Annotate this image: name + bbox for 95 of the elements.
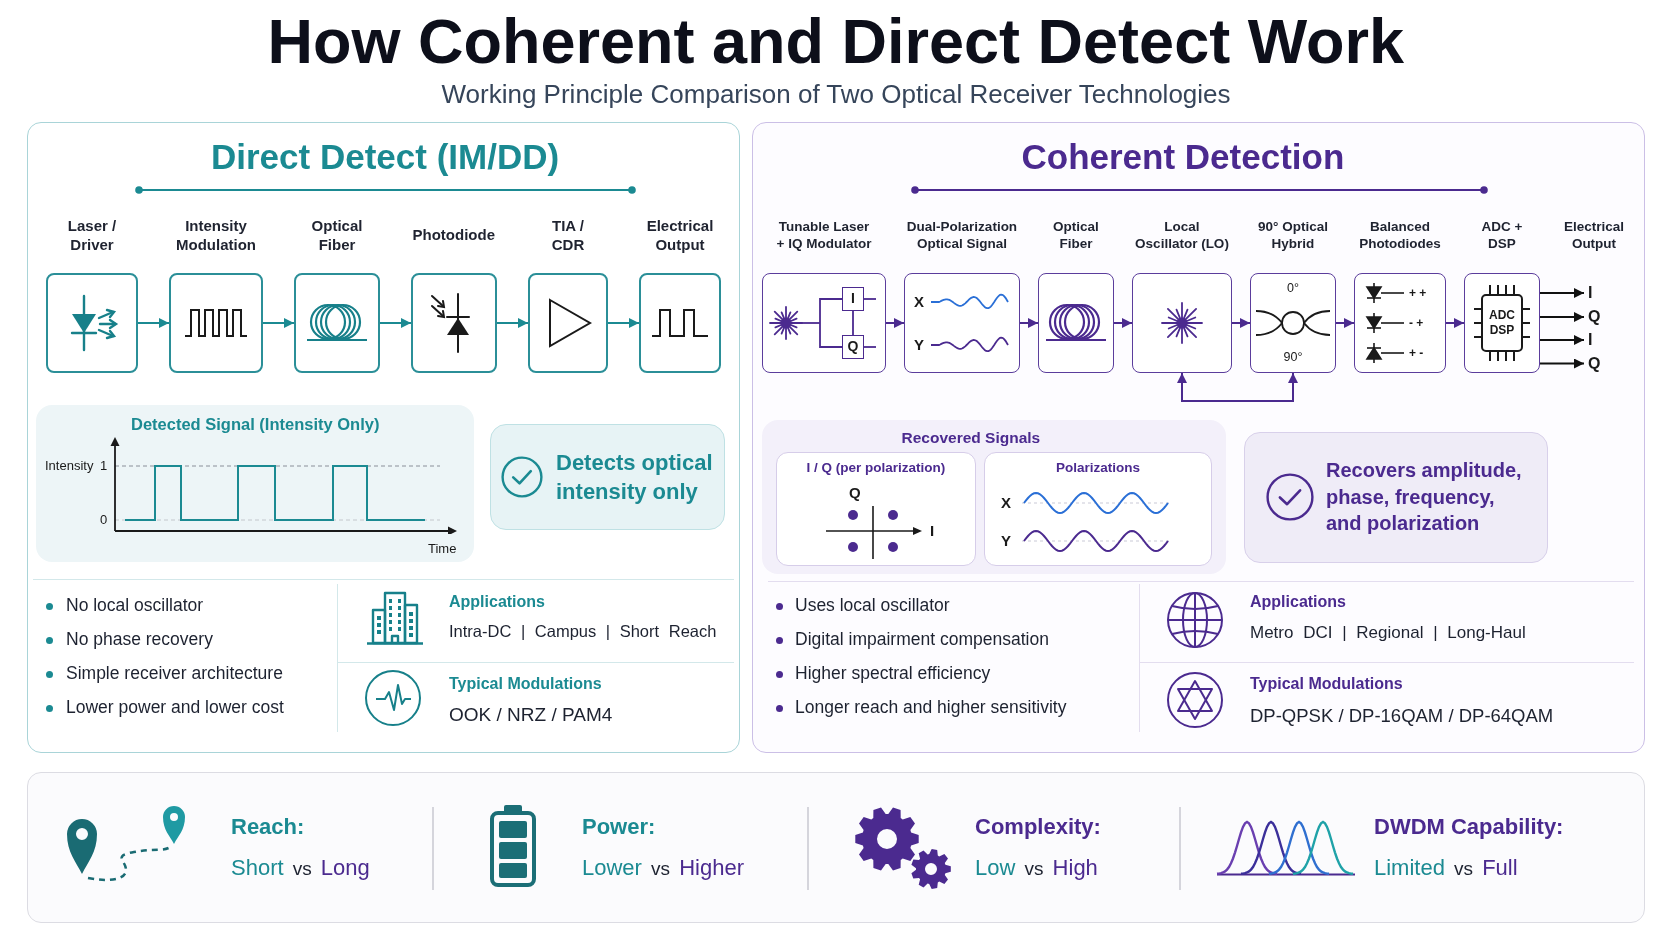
signal-panel xyxy=(762,420,1226,574)
step-label: ADC + DSP xyxy=(1480,217,1524,253)
phase-label: 90° xyxy=(1283,350,1303,366)
axis-letter: X xyxy=(1001,493,1011,513)
polarization-label: Y xyxy=(914,335,924,355)
bullet-text: No local oscillator xyxy=(66,595,204,617)
signal-label: Q xyxy=(1584,354,1601,374)
card-title: Polarizations xyxy=(1056,459,1141,477)
arrow xyxy=(1539,288,1585,298)
axis-letter: Y xyxy=(1001,531,1011,551)
bullet-text: Digital impairment compensation xyxy=(795,629,1049,651)
arrow xyxy=(1539,358,1585,369)
signal-label: I xyxy=(1584,330,1593,350)
phase-label: 0° xyxy=(1287,281,1299,297)
step-label: Local Oscillator (LO) xyxy=(1134,217,1230,253)
arrow xyxy=(1539,312,1585,322)
bullet-text: Higher spectral efficiency xyxy=(795,663,991,685)
comparison-bar xyxy=(27,772,1645,923)
modulator-arm-label: I xyxy=(842,287,864,311)
polarity-label: + + xyxy=(1409,285,1427,301)
body-text: OOK / NRZ / PAM4 xyxy=(449,703,613,727)
chart-panel xyxy=(36,405,474,562)
tick-label: 0 xyxy=(100,512,108,529)
metric-comparison: Short vs Long xyxy=(231,854,370,882)
body-text: Intra-DC | Campus | Short Reach xyxy=(449,620,717,642)
body-text: DP-QPSK / DP-16QAM / DP-64QAM xyxy=(1250,703,1554,727)
arrow xyxy=(262,318,295,328)
metric-comparison: Lower vs Higher xyxy=(582,854,744,882)
arrow xyxy=(496,318,529,328)
arrow xyxy=(379,318,412,328)
section-heading: Applications xyxy=(1250,592,1346,612)
panel-title: Direct Detect (IM/DD) xyxy=(211,136,560,178)
section-heading: Typical Modulations xyxy=(449,674,602,694)
summary-text: Detects optical intensity only xyxy=(556,448,714,506)
metric-title: Reach: xyxy=(231,813,305,841)
step-label: Electrical Output xyxy=(1562,217,1625,253)
metric-comparison: Low vs High xyxy=(975,854,1098,882)
arrow xyxy=(1113,318,1133,328)
arrow xyxy=(1019,318,1039,328)
waveform-card xyxy=(984,452,1212,566)
step-label: Balanced Photodiodes xyxy=(1358,217,1442,253)
metric-title: DWDM Capability: xyxy=(1374,813,1564,841)
step-label: Photodiode xyxy=(412,225,495,245)
metric-comparison: Limited vs Full xyxy=(1374,854,1518,882)
tick-label: 1 xyxy=(100,458,108,475)
metric-title: Complexity: xyxy=(975,813,1101,841)
bullet-text: No phase recovery xyxy=(66,629,213,651)
step-label: Tunable Laser + IQ Modulator xyxy=(775,217,873,253)
arrow xyxy=(137,318,170,328)
section-heading: Applications xyxy=(449,592,545,612)
section-title: Recovered Signals xyxy=(901,427,1041,447)
arrow xyxy=(1445,318,1465,328)
section-heading: Typical Modulations xyxy=(1250,674,1403,694)
step-label: Intensity Modulation xyxy=(175,215,257,255)
subtitle: Working Principle Comparison of Two Optical Receiver Technologies xyxy=(441,77,1231,110)
polarity-label: - + xyxy=(1409,315,1424,331)
axis-title: Intensity xyxy=(45,458,94,475)
arrow xyxy=(1539,335,1585,345)
bullet-text: Uses local oscillator xyxy=(795,595,950,617)
polarization-label: X xyxy=(914,292,924,312)
chip-label: ADC DSP xyxy=(1488,307,1516,339)
axis-letter: Q xyxy=(849,483,861,503)
chart-title: Detected Signal (Intensity Only) xyxy=(131,413,380,435)
modulator-arm-label: Q xyxy=(842,335,864,359)
bullet-text: Longer reach and higher sensitivity xyxy=(795,697,1067,719)
signal-label: Q xyxy=(1584,307,1601,327)
axis-letter: I xyxy=(930,521,935,541)
arrow xyxy=(1177,372,1298,402)
arrow xyxy=(885,318,905,328)
summary-text: Recovers amplitude, phase, frequency, and polarization xyxy=(1326,458,1523,537)
step-label: TIA / CDR xyxy=(550,215,586,255)
metric-title: Power: xyxy=(582,813,656,841)
arrow xyxy=(1335,318,1355,328)
panel-title: Coherent Detection xyxy=(1021,136,1345,178)
body-text: Metro DCI | Regional | Long-Haul xyxy=(1250,621,1526,643)
step-label: Optical Fiber xyxy=(1052,217,1100,253)
polarity-label: + - xyxy=(1409,345,1424,361)
summary-card xyxy=(1244,432,1548,563)
summary-card xyxy=(490,424,725,530)
arrow xyxy=(1231,318,1251,328)
panel xyxy=(752,122,1645,753)
title: How Coherent and Direct Detect Work xyxy=(267,4,1405,78)
step-label: Optical Fiber xyxy=(310,215,364,255)
card-title: I / Q (per polarization) xyxy=(806,459,946,477)
signal-label: I xyxy=(1584,283,1593,303)
bullet-text: Simple receiver architecture xyxy=(66,663,283,685)
step-label: Electrical Output xyxy=(645,215,715,255)
panel xyxy=(27,122,740,753)
step-label: 90° Optical Hybrid xyxy=(1257,217,1329,253)
step-label: Dual-Polarization Optical Signal xyxy=(905,217,1019,253)
axis-title: Time xyxy=(428,541,457,558)
bullet-text: Lower power and lower cost xyxy=(66,697,284,719)
arrow xyxy=(607,318,640,328)
constellation-card xyxy=(776,452,976,566)
step-label: Laser / Driver xyxy=(66,215,118,255)
